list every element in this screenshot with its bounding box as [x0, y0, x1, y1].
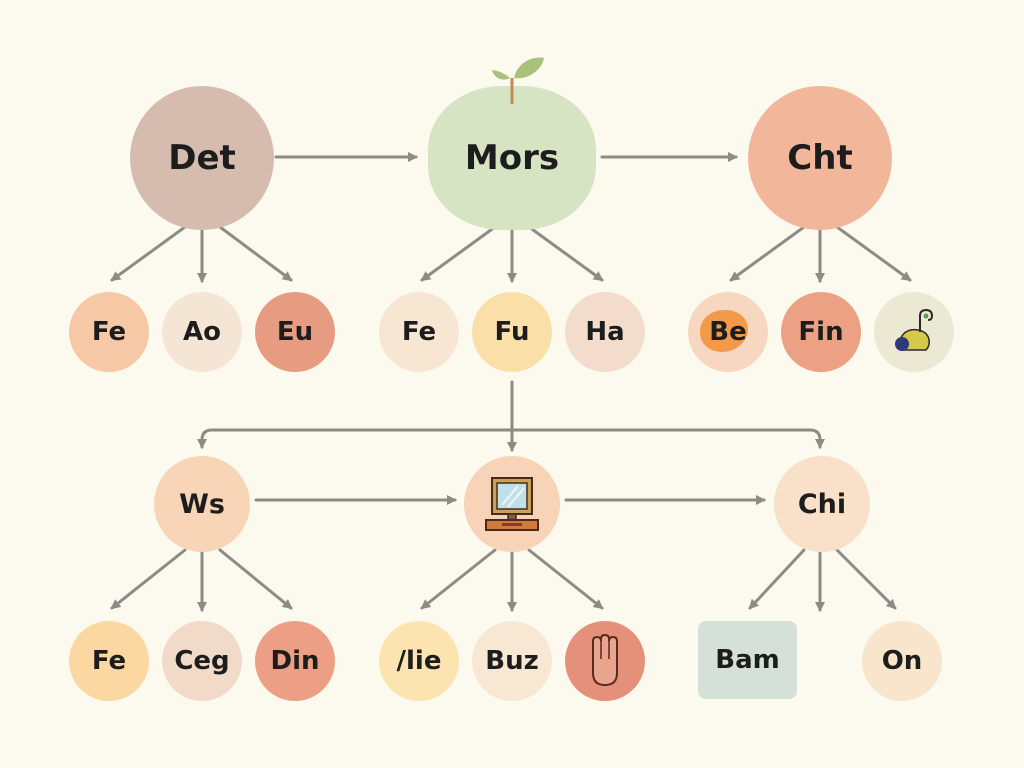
arrow-det-to-fe: [110, 225, 187, 282]
arrow-mors-to-ha: [527, 225, 604, 282]
node-det-eu-label: Eu: [276, 317, 314, 347]
node-det-ao-label: Ao: [183, 317, 221, 347]
arrow-chi-to-on: [835, 548, 897, 610]
node-det: Det: [130, 86, 274, 230]
node-cht-be: Be: [688, 292, 768, 372]
arrow-det-to-eu: [218, 225, 293, 282]
node-mors-fe-label: Fe: [401, 317, 437, 347]
node-ws-fe-label: Fe: [91, 646, 127, 676]
node-det-eu: Eu: [255, 292, 335, 372]
node-chi-on-label: On: [881, 646, 923, 676]
node-mors-fu-label: Fu: [494, 317, 530, 347]
node-cht-icon: [874, 292, 954, 372]
node-ws-din: Din: [255, 621, 335, 701]
node-comp-lie-label: /lie: [396, 646, 442, 676]
node-mors-fe: Fe: [379, 292, 459, 372]
arrow-cht-to-icon: [835, 225, 912, 282]
node-chi-bam: Bam: [698, 621, 797, 699]
hand-icon: [592, 633, 618, 687]
node-mors-ha: Ha: [565, 292, 645, 372]
snail-icon: [895, 308, 934, 351]
arrow-ws-to-din: [218, 548, 293, 610]
arrow-cht-to-be: [729, 225, 806, 282]
node-comp-buz: Buz: [472, 621, 552, 701]
node-ws: Ws: [154, 456, 250, 552]
node-chi-label: Chi: [797, 488, 847, 520]
arrow-mors-to-fe: [420, 225, 497, 282]
arrow-comp-to-hand: [527, 548, 604, 610]
node-comp-buz-label: Buz: [485, 646, 539, 676]
node-det-fe-label: Fe: [91, 317, 127, 347]
node-ws-din-label: Din: [270, 646, 320, 676]
orange-blob-shape: [700, 310, 748, 352]
node-ws-fe: Fe: [69, 621, 149, 701]
node-ws-ceg-label: Ceg: [174, 646, 230, 676]
leaf-sprout-icon: [492, 57, 544, 104]
node-mors: Mors: [428, 86, 596, 230]
node-mors-ha-label: Ha: [585, 317, 625, 347]
bus-left: [197, 428, 514, 449]
node-ws-ceg: Ceg: [162, 621, 242, 701]
node-ws-label: Ws: [179, 488, 225, 520]
node-det-label: Det: [168, 138, 236, 178]
node-computer: [464, 456, 560, 552]
computer-monitor-icon: [485, 477, 539, 531]
arrow-ws-to-fe: [110, 548, 187, 610]
node-det-fe: Fe: [69, 292, 149, 372]
bus-right: [510, 428, 825, 449]
node-comp-hand: [565, 621, 645, 701]
arrow-chi-to-bam: [748, 548, 806, 610]
node-cht: Cht: [748, 86, 892, 230]
node-mors-label: Mors: [464, 138, 560, 178]
node-comp-lie: /lie: [379, 621, 459, 701]
node-cht-label: Cht: [787, 138, 853, 178]
node-cht-fin: Fin: [781, 292, 861, 372]
node-chi-bam-label: Bam: [715, 645, 780, 675]
node-mors-fu: Fu: [472, 292, 552, 372]
node-cht-be-label: Be: [709, 317, 747, 347]
node-det-ao: Ao: [162, 292, 242, 372]
node-chi: Chi: [774, 456, 870, 552]
arrow-comp-to-lie: [420, 548, 497, 610]
node-chi-on: On: [862, 621, 942, 701]
node-cht-fin-label: Fin: [798, 317, 844, 347]
